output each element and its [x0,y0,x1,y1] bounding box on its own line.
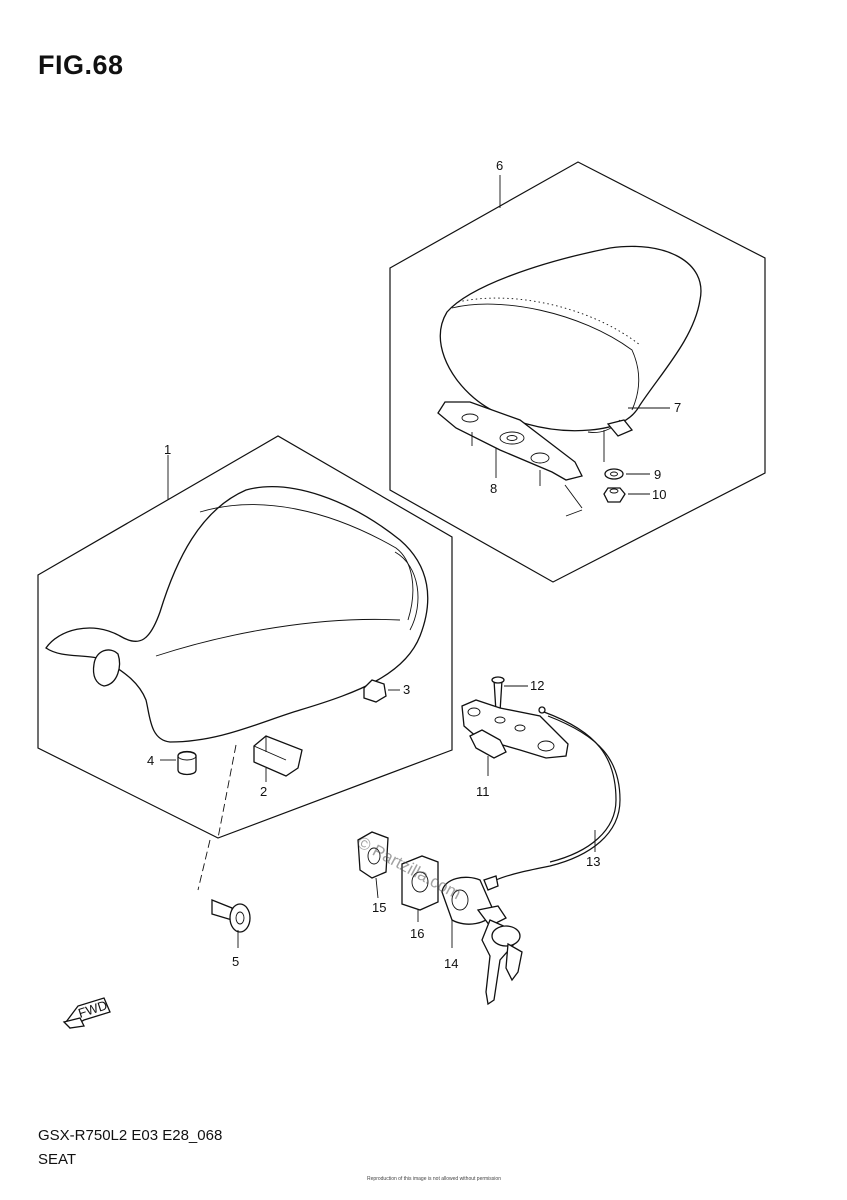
rear-seat-cap-nut [603,487,626,503]
section-name: SEAT [38,1151,77,1168]
callout-15: 15 [372,900,386,915]
callout-16: 16 [410,926,424,941]
callout-5: 5 [232,954,239,969]
callout-10: 10 [652,487,666,502]
model-code: GSX-R750L2 E03 E28_068 [38,1127,223,1144]
lock-bracket-15 [357,831,389,879]
callout-4: 4 [147,753,154,768]
callout-3: 3 [403,682,410,697]
callout-7: 7 [674,400,681,415]
front-seat-cushion [45,486,429,743]
seat-bolt [211,899,233,921]
front-seat-damper-4 [177,750,197,776]
forward-arrow-icon: FWD [62,997,111,1029]
front-seat-damper-3 [363,679,387,703]
figure-title: FIG.68 [38,50,124,80]
callout-11: 11 [476,784,490,799]
rear-seat-nut [604,468,624,480]
callout-8: 8 [490,481,497,496]
lock-plate-16 [401,855,439,911]
rear-seat-group-outline [389,161,766,583]
callout-14: 14 [444,956,458,971]
copyright-notice: Reproduction of this image is not allowe… [367,1176,501,1182]
callout-6: 6 [496,158,503,173]
callout-2: 2 [260,784,267,799]
callout-1: 1 [164,442,171,457]
callout-13: 13 [586,854,600,869]
front-seat-cushion-pad [253,735,303,777]
rear-seat-cushion [439,245,702,432]
front-seat-group-outline [37,435,453,839]
callout-9: 9 [654,467,661,482]
callout-12: 12 [530,678,544,693]
